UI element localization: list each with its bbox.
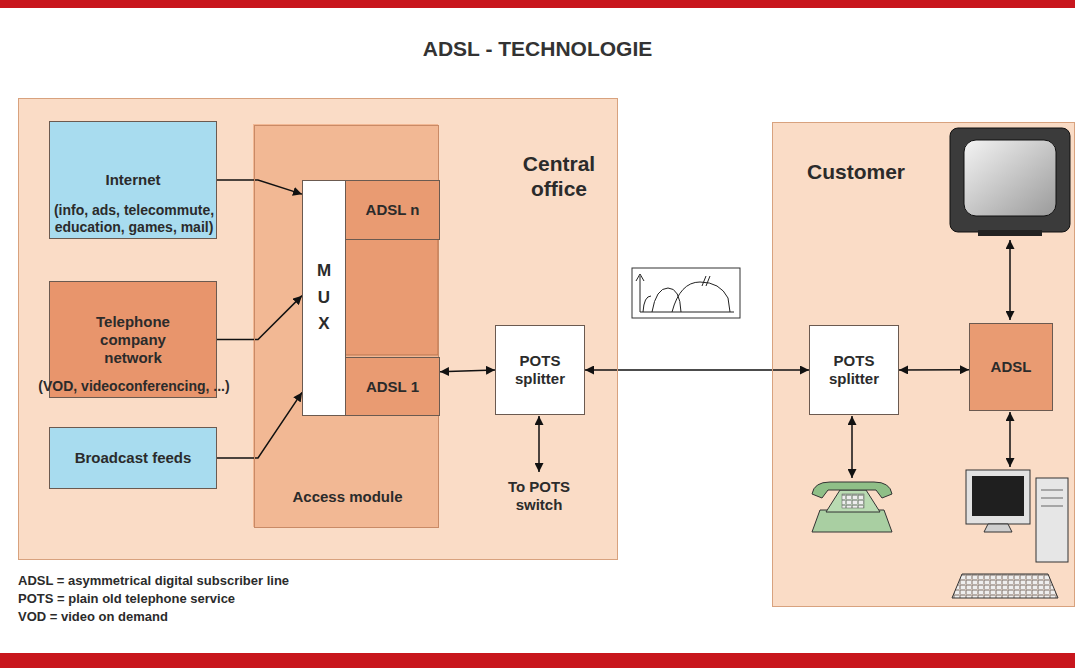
bottom-bar — [0, 653, 1075, 668]
node-label: Telephone company network — [77, 313, 189, 367]
splitter-box: POTS splitter — [809, 325, 899, 415]
mux-box: MUX — [302, 180, 346, 416]
node-label: ADSL n — [366, 201, 420, 219]
node-heading: (VOD, videoconferencing, ...) — [38, 378, 230, 395]
phone-link — [851, 416, 853, 478]
break-mark — [702, 276, 710, 286]
tv-housing — [950, 128, 1070, 232]
modem-box: ADSL — [969, 323, 1053, 411]
node-label: POTS splitter — [814, 352, 894, 388]
modem-box: ADSL 1 — [345, 357, 440, 416]
monitor-screen — [972, 476, 1024, 516]
switch-link — [538, 416, 540, 472]
node-heading: Central office — [507, 151, 611, 201]
tv-screen — [964, 140, 1056, 216]
switch-note: To POTS switch — [490, 478, 588, 514]
access-module: Access module MUX ADSL n ADSL 1 — [254, 125, 439, 528]
node-label: POTS splitter — [500, 352, 580, 388]
node-label: MUX — [316, 258, 333, 337]
glossary-line: VOD = video on demand — [18, 609, 518, 625]
phone-base — [812, 510, 892, 532]
source-box: Telephone company network(VOD, videoconf… — [49, 281, 217, 398]
monitor-foot — [984, 524, 1012, 532]
diagram-title: ADSL - TECHNOLOGIE — [0, 36, 1075, 61]
tower — [1036, 478, 1068, 562]
tv-stand — [978, 230, 1042, 236]
splitter-box: POTS splitter — [495, 325, 585, 415]
tv-link — [1009, 240, 1011, 320]
signal-connector — [217, 392, 302, 458]
monitor — [966, 470, 1030, 524]
top-bar — [0, 0, 1075, 8]
source-box: Broadcast feeds — [49, 427, 217, 489]
drive-bays — [1041, 490, 1063, 506]
customer-ground — [772, 122, 1075, 607]
node-label: Broadcast feeds — [75, 449, 192, 467]
node-label: ADSL — [991, 358, 1032, 376]
modem-box: ADSL n — [345, 180, 440, 240]
signal-connector — [899, 369, 969, 371]
signal-connector — [217, 180, 302, 194]
glossary-line: ADSL = asymmetrical digital subscriber l… — [18, 573, 518, 589]
keyboard — [952, 574, 1058, 598]
node-label: ADSL 1 — [366, 378, 419, 396]
node-heading: (info, ads, telecommute, education, game… — [28, 202, 240, 236]
signal-connector — [440, 370, 495, 372]
customer-panel: CustomerPOTS splitter ADSL — [772, 122, 1075, 607]
glossary-line: POTS = plain old telephone service — [18, 591, 518, 607]
spectrum-curves — [643, 282, 730, 312]
signal-connector — [217, 296, 302, 340]
node-label: Internet — [105, 171, 160, 189]
empty-slot — [343, 238, 438, 355]
node-heading: Access module — [255, 488, 440, 506]
pc-link — [1009, 412, 1011, 467]
source-box: Internet(info, ads, telecommute, educati… — [49, 121, 217, 239]
node-heading: Customer — [807, 159, 957, 184]
phone-body — [826, 490, 880, 512]
office-ground — [18, 98, 618, 560]
spectrum-box — [632, 268, 740, 318]
phone-keypad — [842, 494, 864, 508]
signal-connector — [585, 369, 809, 371]
spectrum-axes — [636, 274, 734, 312]
